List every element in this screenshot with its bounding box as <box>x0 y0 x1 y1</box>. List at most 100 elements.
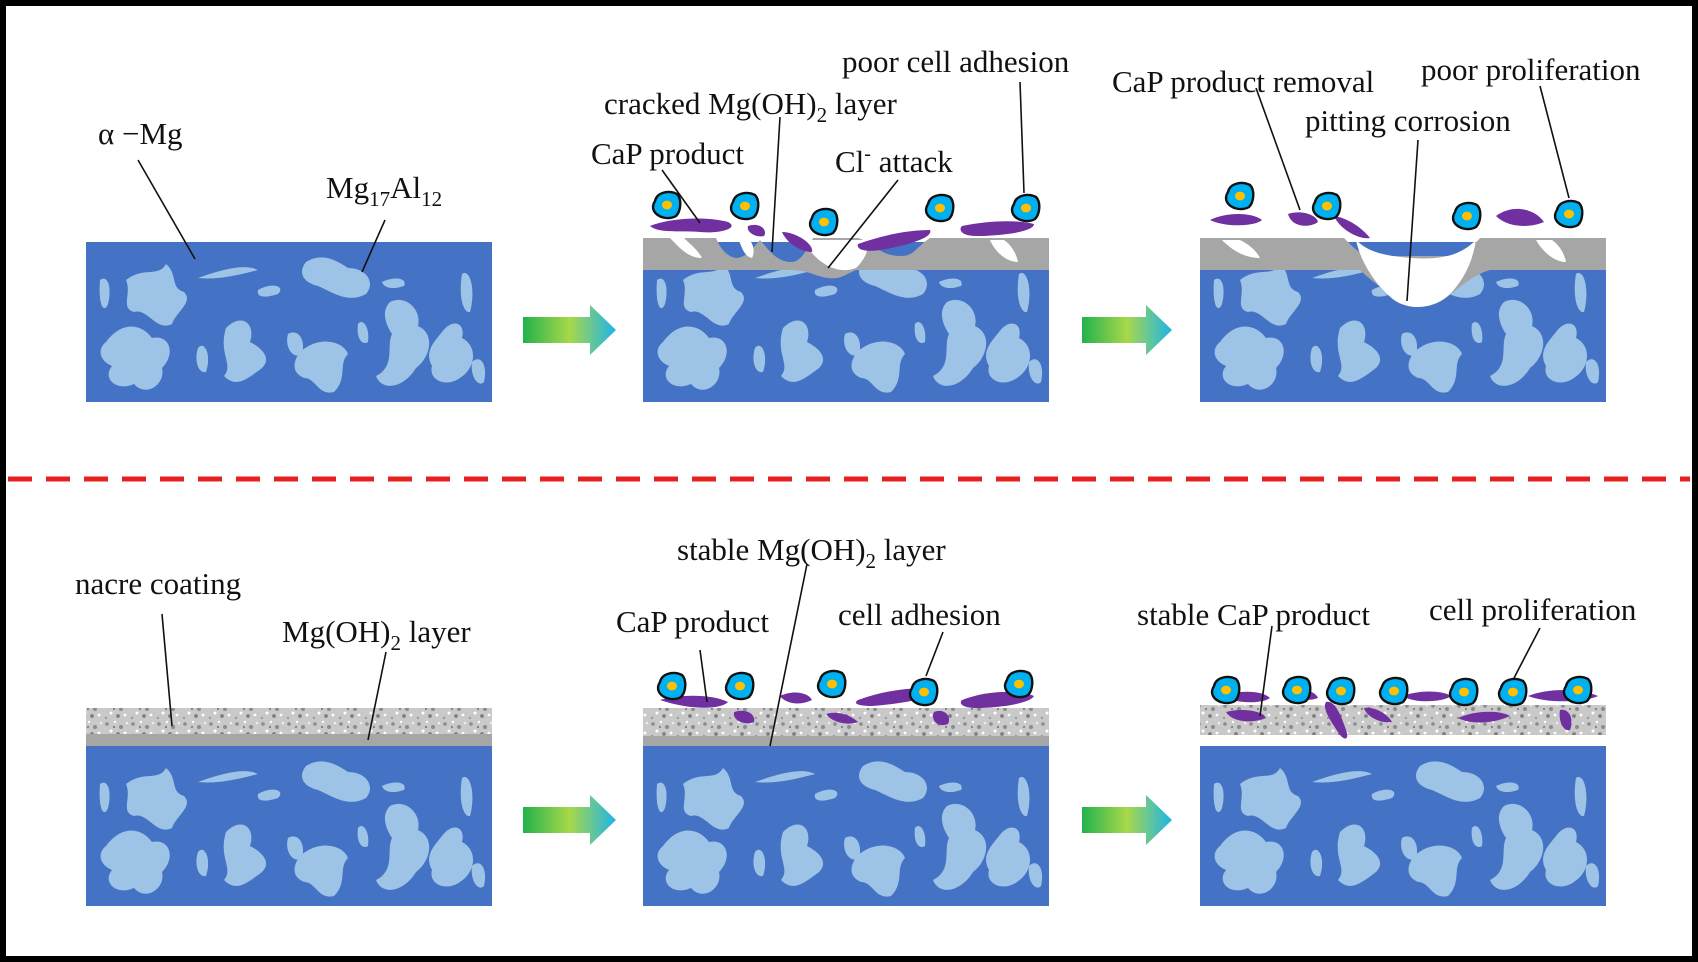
crack <box>738 238 754 258</box>
mg-substrate-block <box>643 746 1049 906</box>
cracked-layer-leader <box>771 116 781 253</box>
top-panel-2: poor cell adhesion cracked Mg(OH)2 layer… <box>591 44 1070 402</box>
cap-product <box>747 224 766 237</box>
alpha-mg-leader <box>137 159 196 260</box>
cell-icon <box>1378 676 1409 706</box>
cell-icon <box>1448 677 1479 707</box>
cell-icon <box>1281 675 1312 705</box>
cap-product <box>1324 701 1348 739</box>
poor-adhesion-leader <box>1019 81 1025 194</box>
cell-icon <box>1210 675 1241 705</box>
cell-proliferation-leader <box>1513 627 1541 679</box>
cl-attack-pit <box>802 240 868 271</box>
mg-substrate-block <box>1200 746 1606 906</box>
pitting-corrosion-pit <box>1356 240 1476 307</box>
cell-icon <box>1553 199 1584 229</box>
cap-product <box>650 218 732 233</box>
alpha-mg-label: α −Mg <box>98 116 183 151</box>
cap-product <box>780 692 812 704</box>
mg-substrate-block <box>86 746 492 906</box>
process-arrow-icon <box>1082 795 1172 845</box>
cell-icon <box>924 193 955 223</box>
cap-removal-label: CaP product removal <box>1112 64 1374 99</box>
hydroxide-layer <box>86 734 492 746</box>
cap-product <box>1458 711 1510 723</box>
cap-product <box>1226 710 1266 722</box>
process-arrow-icon <box>523 305 616 355</box>
stable-cap-leader <box>1259 625 1273 717</box>
bottom-panel-2: stable Mg(OH)2 layer CaP product cell ad… <box>616 532 1049 906</box>
stable-cap-label: stable CaP product <box>1137 597 1370 632</box>
poor-cell-adhesion-label: poor cell adhesion <box>842 44 1070 79</box>
cap-product <box>826 712 858 724</box>
poor-proliferation-label: poor proliferation <box>1421 52 1641 87</box>
bottom-panel-1: nacre coating Mg(OH)2 layer <box>75 566 492 906</box>
cap-product-leader <box>699 649 708 703</box>
crack <box>1222 240 1260 258</box>
cap-product <box>782 232 813 252</box>
mg17al12-label: Mg17Al12 <box>326 170 442 211</box>
cap-product-label: CaP product <box>591 136 744 171</box>
cl-attack-label: Cl- attack <box>835 143 953 179</box>
top-panel-1: α −Mg Mg17Al12 <box>86 116 492 402</box>
pitting-corrosion-label: pitting corrosion <box>1305 103 1511 138</box>
cell-icon <box>816 669 847 699</box>
nacre-coating-label: nacre coating <box>75 566 241 601</box>
mgoh-layer-leader <box>367 651 387 741</box>
cell-adhesion-label: cell adhesion <box>838 597 1001 632</box>
cell-icon <box>656 671 687 701</box>
cap-product <box>857 230 931 251</box>
cap-product <box>733 710 755 724</box>
nacre-coating-layer <box>1200 705 1606 735</box>
hydroxide-layer <box>643 736 1049 746</box>
cell-icon <box>1325 676 1356 706</box>
crack <box>990 240 1018 262</box>
cap-product <box>1402 691 1452 702</box>
bottom-arrow-2 <box>1082 795 1172 845</box>
cell-icon <box>1010 193 1041 223</box>
cap-product <box>960 221 1034 236</box>
cell-icon <box>1562 675 1593 705</box>
cap-product-label: CaP product <box>616 604 769 639</box>
cap-product <box>1364 707 1392 723</box>
cap-product <box>1496 208 1544 226</box>
bottom-panel-3: stable CaP product cell proliferation <box>1137 592 1637 906</box>
stable-layer-label: stable Mg(OH)2 layer <box>677 532 946 573</box>
cell-icon <box>724 671 755 701</box>
cap-removal-leader <box>1255 87 1301 211</box>
cell-icon <box>1003 669 1034 699</box>
cell-icon <box>1224 181 1255 211</box>
cell-icon <box>1311 191 1342 221</box>
cap-product <box>1334 216 1370 239</box>
mg17al12-leader <box>361 219 386 273</box>
nacre-leader <box>161 613 173 727</box>
mg-substrate-block <box>86 242 492 402</box>
cell-adhesion-leader <box>925 631 944 677</box>
top-arrow-2 <box>1082 305 1172 355</box>
cell-icon <box>729 191 760 221</box>
poor-proliferation-leader <box>1539 85 1570 199</box>
process-arrow-icon <box>523 795 616 845</box>
cell-icon <box>908 677 939 707</box>
mgoh-layer-label: Mg(OH)2 layer <box>282 614 471 655</box>
crack <box>670 238 702 258</box>
process-arrow-icon <box>1082 305 1172 355</box>
cell-icon <box>1497 677 1528 707</box>
cracked-layer-label: cracked Mg(OH)2 layer <box>604 86 897 127</box>
cell-icon <box>1451 201 1482 231</box>
cap-product <box>1288 212 1318 226</box>
pitting-leader <box>1406 139 1419 302</box>
cell-proliferation-label: cell proliferation <box>1429 592 1637 627</box>
cap-product <box>1210 214 1262 226</box>
cell-icon <box>808 207 839 237</box>
cell-icon <box>651 190 682 220</box>
top-arrow-1 <box>523 305 616 355</box>
top-panel-3: CaP product removal poor proliferation p… <box>1112 52 1641 402</box>
cap-product <box>932 710 950 726</box>
bottom-arrow-1 <box>523 795 616 845</box>
cl-attack-leader <box>827 179 899 269</box>
nacre-coating-layer <box>86 708 492 734</box>
crack <box>1536 240 1566 262</box>
